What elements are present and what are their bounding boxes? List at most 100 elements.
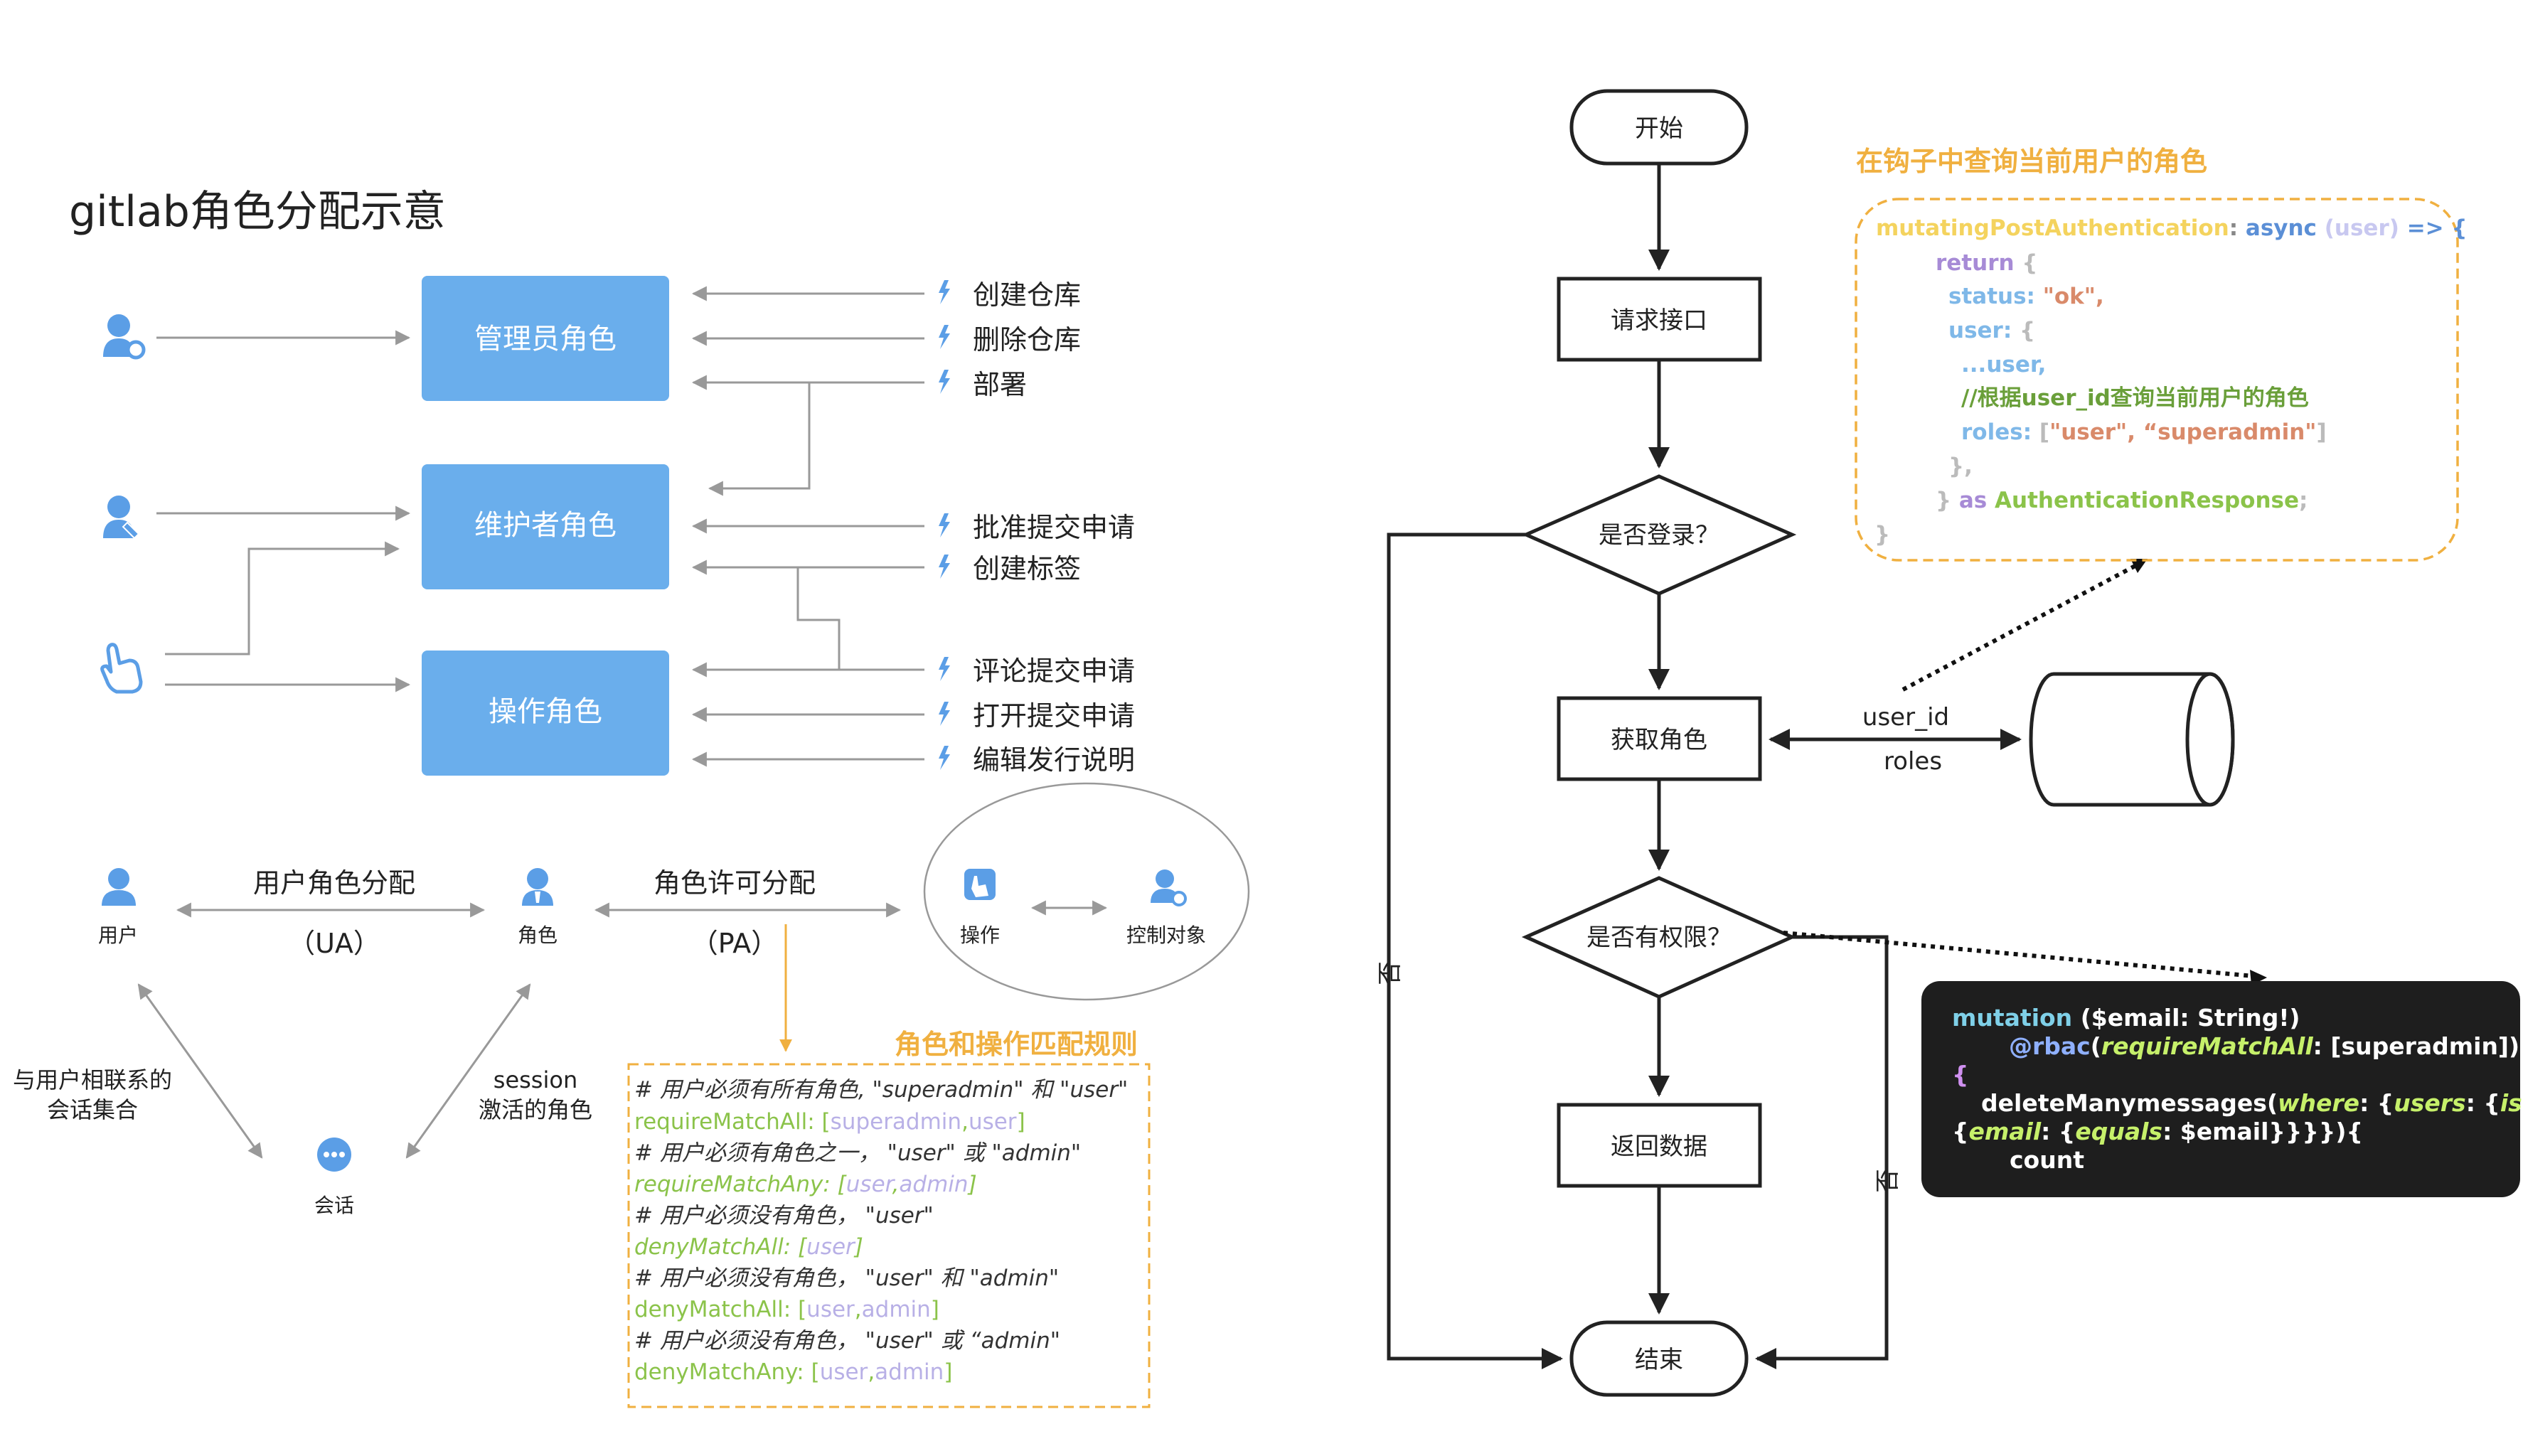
rule-value: user: [846, 1172, 896, 1197]
svg-text:是否登录？: 是否登录？: [1599, 521, 1719, 550]
rule-value: admin: [862, 1297, 931, 1322]
rules-lines: # 用户必须有所有角色, "superadmin" 和 "user" requi…: [634, 1077, 1128, 1385]
admin-user-icon: [103, 314, 146, 360]
svg-text:deleteManymessages(where: {use: deleteManymessages(where: {users: {is:: [1981, 1089, 2523, 1117]
rule-comment-5: # 用户必须没有角色， "user" 或 “admin": [634, 1328, 1060, 1354]
ua-abbr: （UA）: [288, 928, 380, 959]
pa-label: 角色许可分配: [654, 867, 816, 899]
bolt-icon: [939, 370, 950, 394]
model-user-icon: [102, 868, 136, 906]
svg-text:打开提交申请: 打开提交申请: [973, 700, 1135, 732]
svg-text:获取角色: 获取角色: [1611, 726, 1707, 754]
model-user-label: 用户: [98, 924, 138, 947]
svg-text://根据user_id查询当前用户的角色: //根据user_id查询当前用户的角色: [1961, 385, 2309, 411]
svg-text:count: count: [2010, 1146, 2084, 1174]
model-operation-label: 操作: [960, 924, 1000, 947]
rule-value: user: [806, 1297, 855, 1322]
hook-code-box: [1855, 198, 2459, 562]
rule-comment-2: # 用户必须有角色之一， "user" 或 "admin": [634, 1140, 1081, 1166]
perm-create-repo: 创建仓库: [939, 279, 1081, 311]
svg-text:请求接口: 请求接口: [1611, 306, 1707, 335]
rule-line-5: denyMatchAny: [user,admin]: [634, 1359, 952, 1385]
flow-start: 开始: [1569, 89, 1749, 166]
perm-create-tag: 创建标签: [939, 553, 1081, 584]
rule-key: denyMatchAll: [634, 1297, 784, 1322]
flow-logged-in: 是否登录？: [1521, 474, 1797, 596]
user-session-label-2: 会话集合: [47, 1096, 138, 1123]
model-role-label: 角色: [518, 924, 558, 947]
bolt-icon: [939, 746, 950, 770]
role-admin: 管理员角色: [422, 276, 669, 401]
pa-abbr: （PA）: [691, 928, 778, 959]
bolt-icon: [939, 555, 950, 579]
svg-text:结束: 结束: [1635, 1346, 1683, 1374]
svg-text:开始: 开始: [1635, 114, 1683, 143]
rule-line-1: requireMatchAll: [superadmin,user]: [634, 1109, 1025, 1135]
edge-roles: roles: [1884, 747, 1942, 776]
flow-get-role: 获取角色: [1557, 696, 1762, 781]
hook-title: 在钩子中查询当前用户的角色: [1856, 146, 2207, 177]
perm-open-mr: 打开提交申请: [939, 700, 1135, 732]
permission-ellipse: [923, 782, 1250, 1001]
role-operator-label: 操作角色: [489, 695, 602, 728]
role-maintainer-label: 维护者角色: [474, 509, 617, 542]
svg-text:} as AuthenticationResponse;: } as AuthenticationResponse;: [1936, 488, 2308, 513]
mutation-code: mutation ($email: String!) @rbac(require…: [1952, 1004, 2523, 1174]
flow-request: 请求接口: [1557, 277, 1762, 362]
rule-comment-1: # 用户必须有所有角色, "superadmin" 和 "user": [634, 1077, 1128, 1103]
svg-text:编辑发行说明: 编辑发行说明: [973, 744, 1135, 776]
model-operation-icon: [964, 869, 996, 900]
flow-return-data: 返回数据: [1557, 1103, 1762, 1188]
flow-end: 结束: [1569, 1320, 1749, 1397]
svg-text:user: {: user: {: [1948, 318, 2035, 343]
bolt-icon: [939, 657, 950, 681]
svg-text:},: },: [1948, 454, 1973, 479]
svg-text:{email: {equals: $email}}}}){: {email: {equals: $email}}}}){: [1952, 1118, 2363, 1145]
diagram-title: gitlab角色分配示意: [69, 187, 446, 237]
svg-text:创建标签: 创建标签: [973, 553, 1081, 584]
rule-key: requireMatchAll: [634, 1109, 807, 1135]
svg-text:评论提交申请: 评论提交申请: [973, 655, 1135, 687]
rule-line-3: denyMatchAll: [user]: [634, 1234, 863, 1260]
session-role-label-2: 激活的角色: [479, 1096, 592, 1123]
svg-text:status: "ok",: status: "ok",: [1948, 284, 2104, 309]
role-maintainer: 维护者角色: [422, 464, 669, 589]
hook-code: mutatingPostAuthentication: async (user)…: [1874, 215, 2468, 547]
svg-text:创建仓库: 创建仓库: [973, 279, 1081, 311]
svg-text:@rbac(requireMatchAll: [supera: @rbac(requireMatchAll: [superadmin]): [2009, 1032, 2519, 1060]
rule-value: user: [969, 1109, 1017, 1135]
mutation-code-box: [1921, 981, 2520, 1197]
rule-value: admin: [875, 1359, 944, 1385]
maintainer-user-icon: [103, 496, 140, 540]
rules-box: [627, 1063, 1151, 1408]
edge-user-id: user_id: [1862, 703, 1949, 732]
perm-approve-mr: 批准提交申请: [939, 512, 1135, 543]
user-session-label-1: 与用户相联系的: [13, 1066, 172, 1093]
model-object-label: 控制对象: [1126, 924, 1206, 947]
svg-text:返回数据: 返回数据: [1611, 1133, 1707, 1161]
svg-text:mutation ($email: String!): mutation ($email: String!): [1952, 1004, 2300, 1032]
svg-text:{: {: [1952, 1061, 1969, 1088]
svg-text:roles: ["user", “superadmin"]: roles: ["user", “superadmin"]: [1961, 419, 2327, 445]
model-session-icon: [317, 1138, 351, 1172]
rule-key: denyMatchAll: [634, 1234, 784, 1260]
rule-comment-3: # 用户必须没有角色， "user": [634, 1203, 934, 1228]
bolt-icon: [939, 702, 950, 726]
svg-text:...user,: ...user,: [1961, 352, 2046, 378]
flow-no-label-1: 否: [1376, 961, 1404, 985]
flow-no-label-2: 否: [1874, 1169, 1902, 1193]
svg-text:}: }: [1874, 522, 1890, 547]
perm-delete-repo: 删除仓库: [939, 324, 1081, 355]
perm-edit-release: 编辑发行说明: [939, 744, 1135, 776]
svg-text:批准提交申请: 批准提交申请: [973, 512, 1135, 543]
permission-arrows: [691, 286, 924, 767]
rule-key: denyMatchAny: [634, 1359, 798, 1385]
rule-line-2: requireMatchAny: [user,admin]: [634, 1172, 977, 1197]
perm-comment-mr: 评论提交申请: [939, 655, 1135, 687]
bolt-icon: [939, 325, 950, 349]
svg-text:return {: return {: [1936, 250, 2037, 276]
svg-text:部署: 部署: [973, 369, 1027, 400]
model-object-icon: [1151, 869, 1187, 906]
rule-value: user: [820, 1359, 868, 1385]
